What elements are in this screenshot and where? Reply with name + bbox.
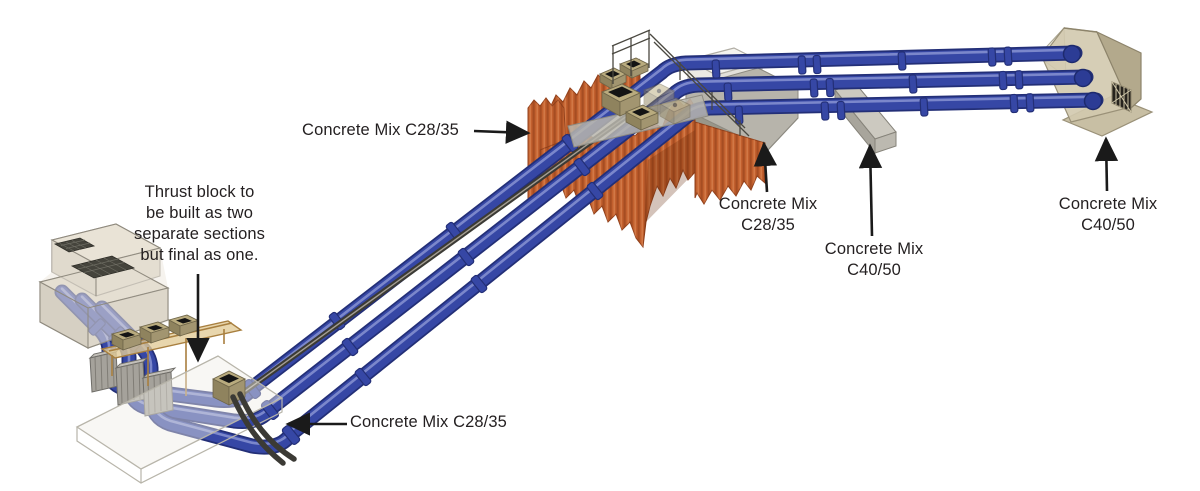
- handrail: [611, 29, 750, 137]
- arrow-c4050-right: [1094, 136, 1119, 192]
- access-chamber: [624, 104, 660, 131]
- grating: [53, 237, 96, 253]
- arrow-c2835-mid: [753, 141, 778, 193]
- pipe-end-bell: [1083, 91, 1103, 111]
- ghost-chamber: [642, 83, 692, 125]
- valve-chamber: [138, 321, 171, 344]
- cofferdam-cap: [567, 29, 750, 148]
- annotation-arrows: [186, 120, 1119, 436]
- pipe-end-bell: [1062, 44, 1082, 64]
- valve-chamber: [167, 314, 200, 337]
- pipe-collars-horizontal: [711, 44, 1103, 125]
- skid-rail-tail: [230, 391, 297, 466]
- wooden-platform: [100, 314, 243, 396]
- annotation-mix-c2835-mid: Concrete Mix C28/35: [718, 195, 818, 234]
- pump-station-overlay: [39, 223, 170, 349]
- annotation-mix-c2835-top: Concrete Mix C28/35: [302, 121, 459, 139]
- annotation-mix-c4050-mid: Concrete Mix C40/50: [824, 240, 924, 279]
- arrow-c2835-top: [473, 120, 531, 144]
- grating: [70, 255, 136, 279]
- access-chamber-large: [600, 83, 642, 117]
- annotation-mix-c4050-right: Concrete Mix C40/50: [1058, 195, 1158, 234]
- annotation-thrust-note: Thrust block to be built as two separate…: [133, 183, 266, 264]
- skid-rail-track: [237, 105, 641, 398]
- pipe-end-bell: [1073, 68, 1093, 88]
- annotation-mix-c2835-bottom: Concrete Mix C28/35: [350, 413, 507, 431]
- valve-chamber: [110, 328, 143, 351]
- arrow-c4050-mid: [858, 143, 883, 237]
